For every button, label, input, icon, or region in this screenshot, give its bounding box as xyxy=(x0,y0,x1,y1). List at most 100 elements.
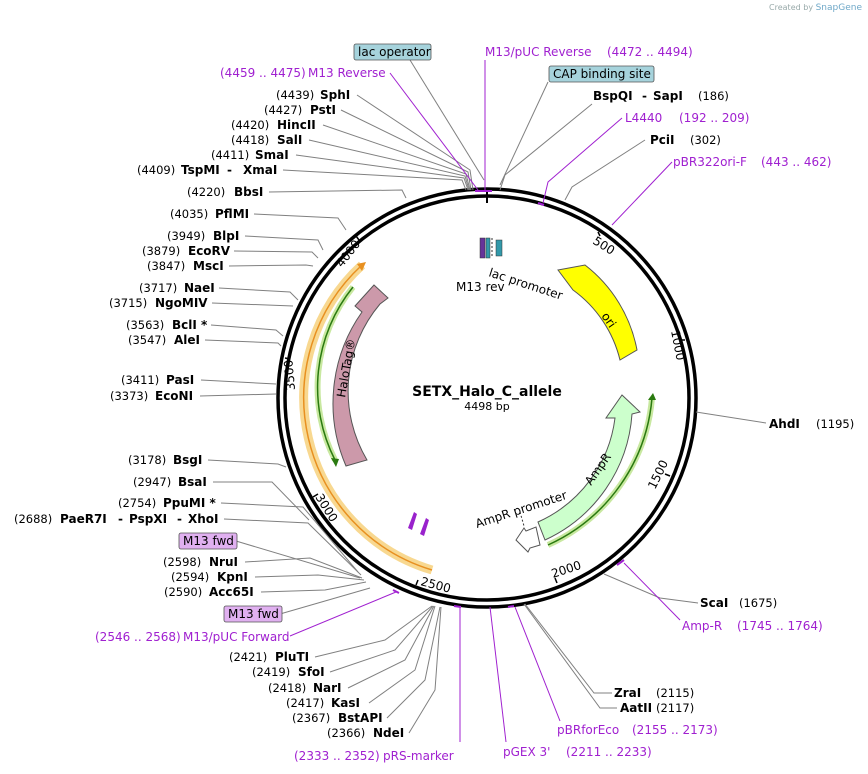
site-pos: (2115) xyxy=(656,686,694,700)
site-name[interactable]: NaeI xyxy=(184,281,215,295)
site-name[interactable]: NruI xyxy=(209,555,238,569)
site-name[interactable]: BsaI xyxy=(178,475,207,489)
site-pos: (2754) xyxy=(118,496,156,510)
site-name[interactable]: BbsI xyxy=(234,185,263,199)
site-pos: (4439) xyxy=(276,88,314,102)
site-name-sep: - xyxy=(227,163,232,177)
site-name[interactable]: NarI xyxy=(313,681,342,695)
site-name[interactable]: SphI xyxy=(320,88,350,102)
site-name[interactable]: HincII xyxy=(277,118,316,132)
site-name[interactable]: XhoI xyxy=(188,512,219,526)
primer-name[interactable]: M13 Reverse xyxy=(308,66,386,80)
badge-m13-fwd-2[interactable]: M13 fwd xyxy=(223,605,283,623)
site-name[interactable]: BspQI xyxy=(593,89,633,103)
site-pos: (3411) xyxy=(121,373,159,387)
site-pos: (2688) xyxy=(14,512,52,526)
primer-name[interactable]: M13/pUC Reverse xyxy=(485,45,592,59)
site-name[interactable]: EcoNI xyxy=(155,389,193,403)
site-pos: (186) xyxy=(698,89,729,103)
primer-name[interactable]: Amp-R xyxy=(682,619,722,633)
site-pos: (4420) xyxy=(231,118,269,132)
lac-promoter-box[interactable] xyxy=(495,239,503,257)
ori-arrow[interactable] xyxy=(557,264,638,361)
site-name[interactable]: KpnI xyxy=(217,570,248,584)
site-name[interactable]: BstAPI xyxy=(338,711,383,725)
primer-lines xyxy=(235,59,681,743)
site-name[interactable]: AhdI xyxy=(769,417,800,431)
site-name[interactable]: PciI xyxy=(650,133,675,147)
site-name[interactable]: NdeI xyxy=(373,726,404,740)
site-name[interactable]: PluTI xyxy=(275,650,309,664)
site-pos: (302) xyxy=(690,133,721,147)
site-name[interactable]: ScaI xyxy=(700,596,728,610)
badge-m13-fwd-1-text: M13 fwd xyxy=(183,534,234,548)
site-pos: (2419) xyxy=(252,665,290,679)
site-name[interactable]: SfoI xyxy=(298,665,325,679)
site-pos: (2418) xyxy=(268,681,306,695)
site-name[interactable]: XmaI xyxy=(243,163,277,177)
m13-rev-arrow[interactable] xyxy=(479,237,486,259)
site-pos: (3563) xyxy=(126,318,164,332)
site-name[interactable]: PpuMI * xyxy=(163,496,217,510)
site-name[interactable]: SalI xyxy=(277,133,302,147)
site-name[interactable]: TspMI xyxy=(181,163,220,177)
halotag-strand-line xyxy=(316,286,354,461)
site-pos: (3949) xyxy=(167,229,205,243)
site-pos: (2598) xyxy=(163,555,201,569)
site-pos: (2417) xyxy=(286,696,324,710)
site-pos: (4411) xyxy=(211,148,249,162)
m13-fwd-mark-1[interactable] xyxy=(408,512,417,530)
badge-m13-fwd-1[interactable]: M13 fwd xyxy=(178,532,238,550)
plasmid-name: SETX_Halo_C_allele xyxy=(412,384,562,400)
site-name[interactable]: Acc65I xyxy=(209,585,254,599)
halotag-strand-arrow xyxy=(331,458,339,467)
primer-name[interactable]: pRS-marker xyxy=(383,749,454,763)
site-name[interactable]: AatII xyxy=(620,701,652,715)
tick-label: 3500 xyxy=(281,359,298,391)
site-name[interactable]: EcoRV xyxy=(188,244,231,258)
primer-range: (4459 .. 4475) xyxy=(220,66,306,80)
primer-name[interactable]: L4440 xyxy=(625,111,662,125)
site-pos: (2590) xyxy=(164,585,202,599)
site-pos: (4409) xyxy=(137,163,175,177)
site-name[interactable]: SapI xyxy=(653,89,683,103)
ampr-promoter-arrow[interactable] xyxy=(515,526,541,553)
site-name[interactable]: BsgI xyxy=(173,453,202,467)
tick-label: 500 xyxy=(590,234,617,258)
badge-cap-binding-site[interactable]: CAP binding site xyxy=(548,65,655,83)
site-marks xyxy=(392,189,625,608)
site-name[interactable]: BlpI xyxy=(213,229,239,243)
credit-brand: SnapGene xyxy=(815,3,862,13)
site-pos: (3717) xyxy=(139,281,177,295)
site-pos: (2947) xyxy=(133,475,171,489)
site-name[interactable]: MscI xyxy=(193,259,224,273)
site-name[interactable]: KasI xyxy=(331,696,360,710)
site-name[interactable]: ZraI xyxy=(614,686,641,700)
badge-lac-operator[interactable]: lac operator xyxy=(353,43,432,61)
primer-name[interactable]: pBR322ori-F xyxy=(673,155,747,169)
site-name[interactable]: AleI xyxy=(174,333,200,347)
m13-fwd-mark-2[interactable] xyxy=(420,518,429,536)
site-pos: (2594) xyxy=(171,570,209,584)
halotag-arrow[interactable] xyxy=(332,284,389,467)
primer-range: (2155 .. 2173) xyxy=(632,723,718,737)
site-name[interactable]: PasI xyxy=(166,373,194,387)
site-name[interactable]: BclI * xyxy=(172,318,208,332)
site-pos: (1675) xyxy=(739,596,777,610)
site-name[interactable]: SmaI xyxy=(255,148,289,162)
primer-range: (4472 .. 4494) xyxy=(607,45,693,59)
site-name[interactable]: PflMI xyxy=(215,207,249,221)
site-name-sep: - xyxy=(118,512,123,526)
site-pos: (3178) xyxy=(128,453,166,467)
primer-name[interactable]: M13/pUC Forward xyxy=(183,630,290,644)
primer-name[interactable]: pGEX 3' xyxy=(503,745,550,759)
ampr-arrow[interactable] xyxy=(537,394,642,541)
primer-name[interactable]: pBRforEco xyxy=(557,723,619,737)
site-name[interactable]: PspXI xyxy=(129,512,167,526)
site-name[interactable]: PaeR7I xyxy=(60,512,107,526)
site-name[interactable]: NgoMIV xyxy=(155,296,208,310)
site-pos: (3847) xyxy=(147,259,185,273)
site-pos: (1195) xyxy=(816,417,854,431)
site-name[interactable]: PstI xyxy=(310,103,336,117)
lac-operator-box[interactable] xyxy=(485,237,491,259)
